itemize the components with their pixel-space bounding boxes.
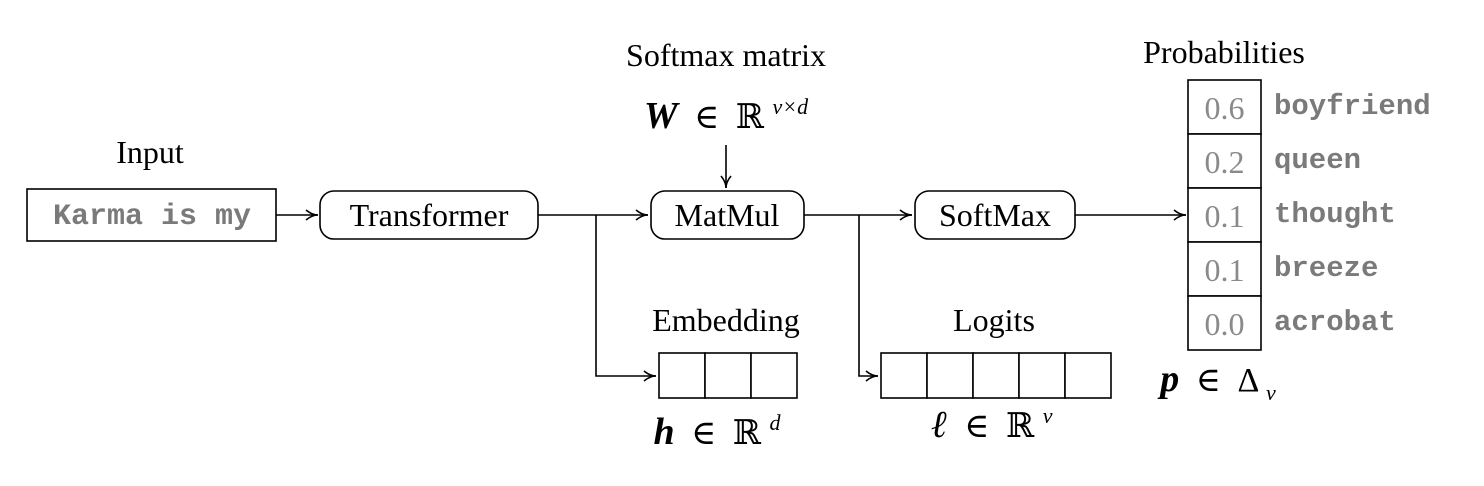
embedding-cell <box>750 352 798 399</box>
logit-cell <box>926 352 974 399</box>
probabilities-list: 0.6 boyfriend 0.2 queen 0.1 thought 0.1 breeze 0… <box>1187 79 1431 351</box>
embedding-cell <box>658 352 706 399</box>
logit-cell <box>1018 352 1066 399</box>
logit-cell <box>880 352 928 399</box>
logits-formula: ℓ ∈ ℝ v <box>932 403 1053 446</box>
embedding-cell <box>704 352 752 399</box>
embedding-title: Embedding <box>652 302 800 338</box>
probability-cell <box>1187 187 1262 243</box>
token-label: queen <box>1274 144 1361 177</box>
token-label: breeze <box>1274 252 1378 285</box>
probabilities-title: Probabilities <box>1143 34 1305 70</box>
embedding-formula: h ∈ ℝ d <box>653 410 781 453</box>
token-label: thought <box>1274 198 1396 231</box>
input-box <box>26 188 277 242</box>
token-label: acrobat <box>1274 306 1396 339</box>
logit-cell <box>1064 352 1112 399</box>
probability-value: 0.0 <box>1205 306 1245 342</box>
input-text: Karma is my <box>53 200 251 234</box>
probability-cell <box>1187 79 1262 135</box>
softmax-matrix-formula: W ∈ ℝ v×d <box>644 94 809 137</box>
probability-value: 0.2 <box>1205 144 1245 180</box>
transformer-label: Transformer <box>350 197 509 233</box>
probability-value: 0.1 <box>1205 252 1245 288</box>
probabilities-formula: p ∈ Δ v <box>1157 358 1276 405</box>
probability-value: 0.1 <box>1205 198 1245 234</box>
logits-title: Logits <box>953 302 1035 338</box>
probability-cell <box>1187 241 1262 297</box>
logits-vector <box>880 352 1112 399</box>
arrow-transformer-embedding <box>595 215 657 382</box>
embedding-vector <box>658 352 798 399</box>
arrow-matmul-logits <box>858 215 879 382</box>
softmax-matrix-title: Softmax matrix <box>626 37 826 73</box>
matmul-label: MatMul <box>675 197 780 233</box>
softmax-label: SoftMax <box>939 197 1051 233</box>
probability-value: 0.6 <box>1205 90 1245 126</box>
logit-cell <box>972 352 1020 399</box>
probability-cell <box>1187 295 1262 351</box>
token-label: boyfriend <box>1274 90 1431 123</box>
probability-cell <box>1187 133 1262 189</box>
input-title: Input <box>116 134 184 170</box>
